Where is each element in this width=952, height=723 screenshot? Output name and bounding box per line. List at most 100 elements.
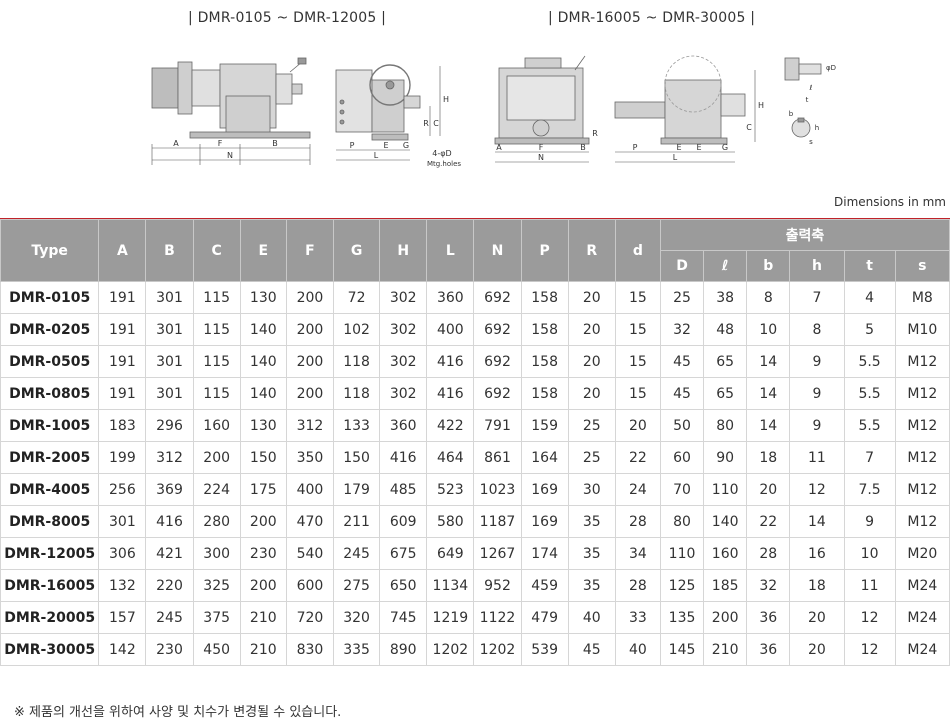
table-cell: 4	[843, 281, 896, 314]
table-cell: 45	[659, 377, 705, 410]
table-cell: 40	[567, 601, 616, 634]
table-cell: 200	[239, 505, 287, 538]
table-cell: 175	[239, 473, 287, 506]
label-G-large: G	[722, 143, 728, 152]
table-cell: 12	[789, 473, 845, 506]
table-cell: M24	[894, 633, 951, 666]
label-F-large: F	[539, 143, 544, 152]
table-cell: 952	[473, 569, 522, 602]
table-cell: M12	[894, 441, 951, 474]
table-cell: 16	[789, 537, 845, 570]
table-cell: 20	[567, 313, 616, 346]
table-cell: 14	[789, 505, 845, 538]
table-cell: 275	[332, 569, 381, 602]
header-N: N	[473, 219, 522, 282]
table-cell: 416	[145, 505, 194, 538]
table-cell: M12	[894, 377, 951, 410]
table-cell: 791	[473, 409, 522, 442]
table-cell: 1134	[426, 569, 475, 602]
table-cell: 110	[703, 473, 748, 506]
table-cell: 692	[473, 281, 522, 314]
table-cell: 1267	[473, 537, 522, 570]
table-cell: 40	[614, 633, 661, 666]
table-cell: 102	[332, 313, 381, 346]
table-cell: 14	[746, 377, 791, 410]
table-cell: 325	[192, 569, 241, 602]
header-A: A	[98, 219, 147, 282]
table-cell: 230	[239, 537, 287, 570]
table-cell: 157	[98, 601, 147, 634]
header-H: H	[379, 219, 428, 282]
table-cell: 256	[98, 473, 147, 506]
table-cell: 523	[426, 473, 475, 506]
table-cell: 9	[789, 345, 845, 378]
table-cell: 245	[145, 601, 194, 634]
label-shaft-b: b	[789, 110, 794, 118]
table-cell: 692	[473, 377, 522, 410]
table-cell: 36	[746, 601, 791, 634]
table-cell: 890	[379, 633, 428, 666]
table-cell: 7	[789, 281, 845, 314]
table-cell: 169	[520, 473, 569, 506]
table-cell: 169	[520, 505, 569, 538]
table-cell: 70	[659, 473, 705, 506]
table-cell: 35	[567, 505, 616, 538]
table-cell: 464	[426, 441, 475, 474]
table-cell: 245	[332, 537, 381, 570]
table-cell: 539	[520, 633, 569, 666]
table-cell: 133	[332, 409, 381, 442]
table-cell: 302	[379, 281, 428, 314]
shaft-detail	[784, 57, 822, 138]
table-cell: 335	[332, 633, 381, 666]
label-E2-large: E	[696, 143, 701, 152]
table-cell: 158	[520, 313, 569, 346]
label-R-large: R	[592, 129, 598, 138]
table-cell: 296	[145, 409, 194, 442]
table-cell: 25	[567, 441, 616, 474]
front-view-small	[151, 57, 311, 139]
table-cell: 200	[285, 377, 335, 410]
table-cell: 422	[426, 409, 475, 442]
table-cell: 20	[789, 601, 845, 634]
table-cell: 720	[285, 601, 335, 634]
table-cell: 9	[789, 377, 845, 410]
table-cell: 375	[192, 601, 241, 634]
table-cell: M20	[894, 537, 951, 570]
table-cell: 9	[843, 505, 896, 538]
table-cell: 34	[614, 537, 661, 570]
table-cell: 8	[789, 313, 845, 346]
table-cell: 20	[746, 473, 791, 506]
header-E: E	[239, 219, 287, 282]
table-cell: 9	[789, 409, 845, 442]
front-view-large	[494, 55, 590, 145]
table-cell: 301	[145, 281, 194, 314]
table-cell: 36	[746, 633, 791, 666]
table-cell: 8	[746, 281, 791, 314]
table-cell: 28	[614, 505, 661, 538]
label-shaft-t: t	[806, 96, 809, 104]
table-cell: 140	[703, 505, 748, 538]
table-cell: 10	[746, 313, 791, 346]
table-cell: 609	[379, 505, 428, 538]
table-cell: 400	[426, 313, 475, 346]
table-cell: 210	[239, 633, 287, 666]
table-cell: 130	[239, 409, 287, 442]
table-cell: 145	[659, 633, 705, 666]
table-cell: 38	[703, 281, 748, 314]
table-cell: 150	[239, 441, 287, 474]
label-E: E	[383, 141, 388, 150]
label-C: C	[433, 119, 439, 128]
table-cell: 135	[659, 601, 705, 634]
table-cell: 302	[379, 313, 428, 346]
table-cell: 150	[332, 441, 381, 474]
table-cell: 301	[145, 345, 194, 378]
table-cell: 692	[473, 345, 522, 378]
table-cell: 600	[285, 569, 335, 602]
table-cell: 28	[614, 569, 661, 602]
table-cell: 5.5	[843, 345, 896, 378]
table-cell: 220	[145, 569, 194, 602]
header-shaft-D: D	[659, 250, 705, 282]
